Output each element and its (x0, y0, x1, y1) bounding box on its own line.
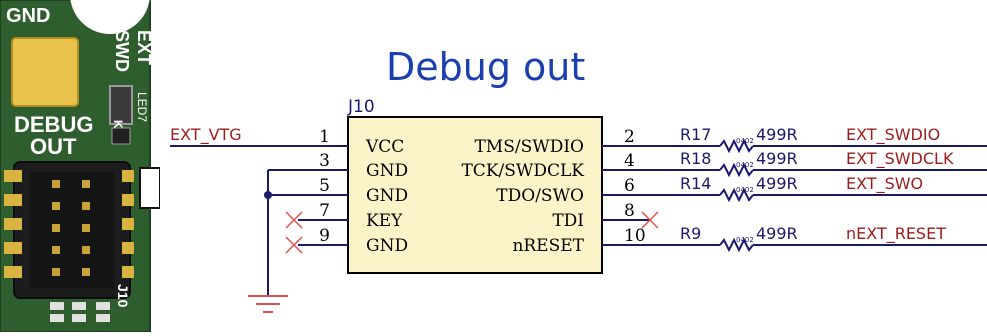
pin-number-6: 6 (624, 176, 635, 196)
silk-ext: EXT (134, 30, 154, 65)
header-pins (52, 180, 90, 276)
net-label-ext_vtg: EXT_VTG (170, 125, 242, 145)
resistor-r18 (719, 162, 754, 178)
resistor-footprint-r14: 0402 (736, 186, 754, 194)
silk-k: K (111, 120, 125, 129)
pin-name-2: TMS/SWDIO (474, 137, 584, 157)
resistor-value-r9: 499R (756, 224, 798, 243)
resistor-value-r18: 499R (756, 149, 798, 168)
pin-number-4: 4 (624, 151, 635, 171)
junction-dot (264, 191, 272, 199)
resistor-footprint-r17: 0402 (736, 137, 754, 145)
pin-name-9: GND (366, 236, 408, 256)
silk-swd: SWD (112, 30, 132, 72)
resistor-designator-r9: R9 (680, 224, 701, 243)
connector-designator: J10 (347, 97, 375, 117)
pin-name-5: GND (366, 186, 408, 206)
resistor-r14 (719, 187, 754, 203)
resistor-designator-r17: R17 (680, 125, 711, 144)
resistor-designator-r18: R18 (680, 149, 711, 168)
side-component (139, 167, 160, 209)
net-label-next_reset: nEXT_RESET (846, 224, 946, 244)
silk-gnd: GND (6, 5, 50, 27)
net-label-ext_swdio: EXT_SWDIO (846, 125, 940, 145)
resistor-footprint-r9: 0402 (736, 236, 754, 244)
pin-number-2: 2 (624, 127, 635, 147)
silk-led7: LED7 (135, 92, 149, 122)
pin-name-8: TDI (552, 211, 584, 231)
pin-number-8: 8 (624, 201, 635, 221)
pin-name-6: TDO/SWO (496, 186, 584, 206)
ground-symbol (248, 295, 288, 313)
pcb-board-graphic: GND EXT SWD LED7 K DEBUG OUT J10 (0, 0, 160, 332)
pin-number-7: 7 (319, 201, 330, 221)
resistor-value-r17: 499R (756, 125, 798, 144)
header-side-pads (4, 170, 134, 278)
connector-j10-body (347, 116, 603, 274)
pin-number-5: 5 (319, 176, 330, 196)
pin-name-3: GND (366, 161, 408, 181)
resistor-value-r14: 499R (756, 174, 798, 193)
gnd-pad (11, 37, 79, 107)
resistor-footprint-r18: 0402 (736, 161, 754, 169)
net-label-ext_swdclk: EXT_SWDCLK (846, 149, 954, 169)
no-connect-pin-7 (285, 211, 303, 229)
pin-name-1: VCC (365, 137, 404, 157)
resistor-r17 (719, 138, 754, 154)
pin-number-3: 3 (319, 151, 330, 171)
led-pad (111, 127, 131, 145)
pcb-photo: GND EXT SWD LED7 K DEBUG OUT J10 (0, 0, 160, 332)
pin-number-9: 9 (319, 226, 330, 246)
pin-name-4: TCK/SWDCLK (461, 161, 584, 181)
silk-debug: DEBUG (14, 112, 93, 137)
mounting-hole (70, 0, 150, 34)
schematic-title: Debug out (386, 45, 585, 89)
silk-out: OUT (30, 134, 77, 159)
pin-number-10: 10 (624, 226, 646, 246)
silk-j10: J10 (115, 284, 131, 308)
wires (170, 138, 987, 313)
no-connect-pin-9 (285, 236, 303, 254)
net-label-ext_swo: EXT_SWO (846, 174, 923, 194)
no-connect-pin-8 (641, 211, 659, 229)
pin-name-10: nRESET (512, 236, 584, 256)
led-component (109, 85, 133, 125)
resistor-r9 (719, 237, 754, 253)
pin-name-7: KEY (366, 211, 403, 231)
bottom-pads (50, 302, 110, 322)
pin-number-1: 1 (319, 127, 330, 147)
resistor-designator-r14: R14 (680, 174, 711, 193)
header-shroud (30, 172, 114, 288)
